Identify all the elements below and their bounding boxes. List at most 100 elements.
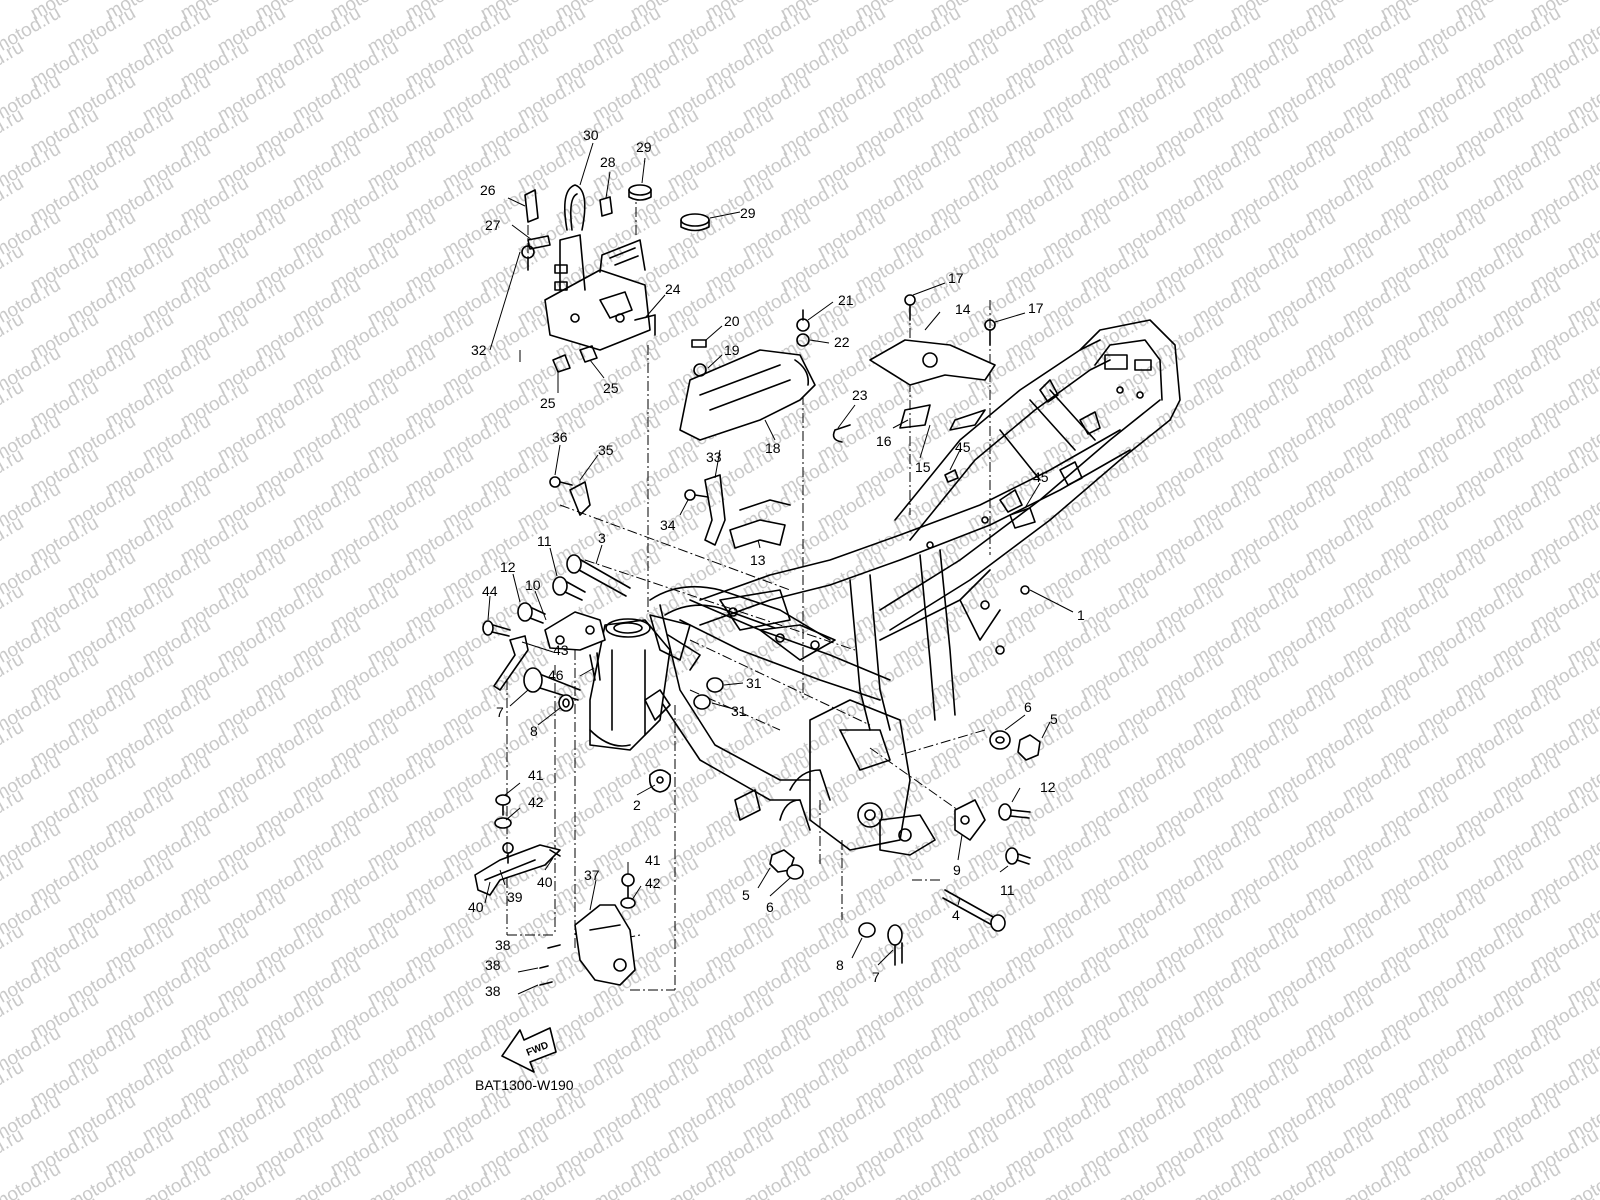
callout-6b: 6 — [766, 899, 774, 915]
watermark-text: motod.ru — [0, 241, 27, 297]
callout-35: 35 — [598, 442, 614, 458]
watermark-text: motod.ru — [0, 173, 27, 229]
callout-36: 36 — [552, 429, 568, 445]
callout-16: 16 — [876, 433, 892, 449]
callout-46: 46 — [548, 667, 564, 683]
callout-6a: 6 — [1024, 699, 1032, 715]
assembly-lines — [506, 200, 991, 991]
callout-45b: 45 — [1033, 469, 1049, 485]
watermark-text: motod.ru — [514, 1159, 589, 1200]
watermark-text: motod.ru — [214, 1159, 289, 1200]
watermark-text: motod.ru — [0, 37, 27, 93]
callout-19: 19 — [724, 342, 740, 358]
callout-41b: 41 — [645, 852, 661, 868]
callout-33: 33 — [706, 449, 722, 465]
watermark-text: motod.ru — [0, 649, 27, 705]
callout-25b: 25 — [603, 380, 619, 396]
callout-12a: 12 — [500, 559, 516, 575]
watermark-text: motod.ru — [64, 1159, 139, 1200]
callout-44: 44 — [482, 583, 498, 599]
watermark-text: motod.ru — [1039, 1159, 1114, 1200]
callout-7b: 7 — [872, 969, 880, 985]
callout-4: 4 — [952, 907, 960, 923]
watermark-text: motod.ru — [0, 513, 27, 569]
watermark-text: motod.ru — [1339, 1159, 1414, 1200]
watermark-text: motod.ru — [0, 921, 27, 977]
callout-20: 20 — [724, 313, 740, 329]
callout-32: 32 — [471, 342, 487, 358]
callout-38c: 38 — [485, 983, 501, 999]
callout-13: 13 — [750, 552, 766, 568]
callout-11b: 11 — [1000, 882, 1015, 898]
watermark-text: motod.ru — [0, 1125, 27, 1181]
watermark-text: motod.ru — [0, 105, 27, 161]
callout-5a: 5 — [1050, 711, 1058, 727]
callout-7a: 7 — [496, 704, 504, 720]
watermark-text: motod.ru — [139, 1159, 214, 1200]
callout-15: 15 — [915, 459, 931, 475]
watermark-text: motod.ru — [0, 1193, 27, 1200]
callout-41a: 41 — [528, 767, 544, 783]
watermark-text: motod.ru — [589, 1159, 664, 1200]
callout-8a: 8 — [530, 723, 538, 739]
callout-30: 30 — [583, 127, 599, 143]
watermark-text: motod.ru — [0, 853, 27, 909]
watermark-text: motod.ru — [0, 445, 27, 501]
fwd-arrow: FWD — [501, 1027, 557, 1073]
callout-21: 21 — [838, 292, 854, 308]
watermark-text: motod.ru — [289, 1159, 364, 1200]
rear-hardware — [769, 730, 1041, 966]
electrical-box — [521, 184, 710, 373]
callout-14: 14 — [955, 301, 971, 317]
callout-25a: 25 — [540, 395, 556, 411]
callout-43: 43 — [553, 642, 569, 658]
front-hardware — [482, 554, 724, 793]
callouts: 1 2 3 4 5 5 6 6 7 7 8 8 9 10 11 11 12 12… — [468, 127, 1085, 999]
diagram-code: BAT1300-W190 — [475, 1077, 574, 1093]
watermark-text: motod.ru — [1414, 1159, 1489, 1200]
callout-27: 27 — [485, 217, 501, 233]
callout-26: 26 — [480, 182, 496, 198]
callout-9: 9 — [953, 862, 961, 878]
side-cover-18 — [679, 309, 851, 443]
watermark-text: motod.ru — [0, 309, 27, 365]
callout-12b: 12 — [1040, 779, 1056, 795]
callout-22: 22 — [834, 334, 850, 350]
callout-10: 10 — [525, 577, 541, 593]
watermark-text: motod.ru — [0, 989, 27, 1045]
callout-29b: 29 — [740, 205, 756, 221]
callout-31a: 31 — [746, 675, 762, 691]
head-tube — [589, 614, 701, 751]
callout-3: 3 — [598, 530, 606, 546]
callout-38b: 38 — [485, 957, 501, 973]
callout-42a: 42 — [528, 794, 544, 810]
watermark-text: motod.ru — [439, 1159, 514, 1200]
watermark-text: motod.ru — [1114, 1159, 1189, 1200]
callout-42b: 42 — [645, 875, 661, 891]
callout-1: 1 — [1077, 607, 1085, 623]
watermark-text: motod.ru — [739, 1159, 814, 1200]
leader-lines — [484, 142, 1074, 995]
main-frame — [639, 319, 1181, 856]
watermark-text: motod.ru — [364, 1159, 439, 1200]
small-brackets — [549, 474, 791, 549]
rear-bracket-14 — [869, 294, 1036, 529]
callout-17a: 17 — [948, 270, 964, 286]
callout-45a: 45 — [955, 439, 971, 455]
watermark-text: motod.ru — [0, 717, 27, 773]
callout-17b: 17 — [1028, 300, 1044, 316]
callout-31b: 31 — [731, 703, 747, 719]
watermark-text: motod.ru — [0, 581, 27, 637]
callout-8b: 8 — [836, 957, 844, 973]
callout-5b: 5 — [742, 887, 750, 903]
lower-left-parts — [474, 794, 636, 986]
callout-24: 24 — [665, 281, 681, 297]
watermark-text: motod.ru — [814, 1159, 889, 1200]
watermark-text: motod.ru — [1264, 1159, 1339, 1200]
callout-2: 2 — [633, 797, 641, 813]
callout-23: 23 — [852, 387, 868, 403]
watermark-text: motod.ru — [664, 1159, 739, 1200]
watermark-text: motod.ru — [1489, 1159, 1564, 1200]
